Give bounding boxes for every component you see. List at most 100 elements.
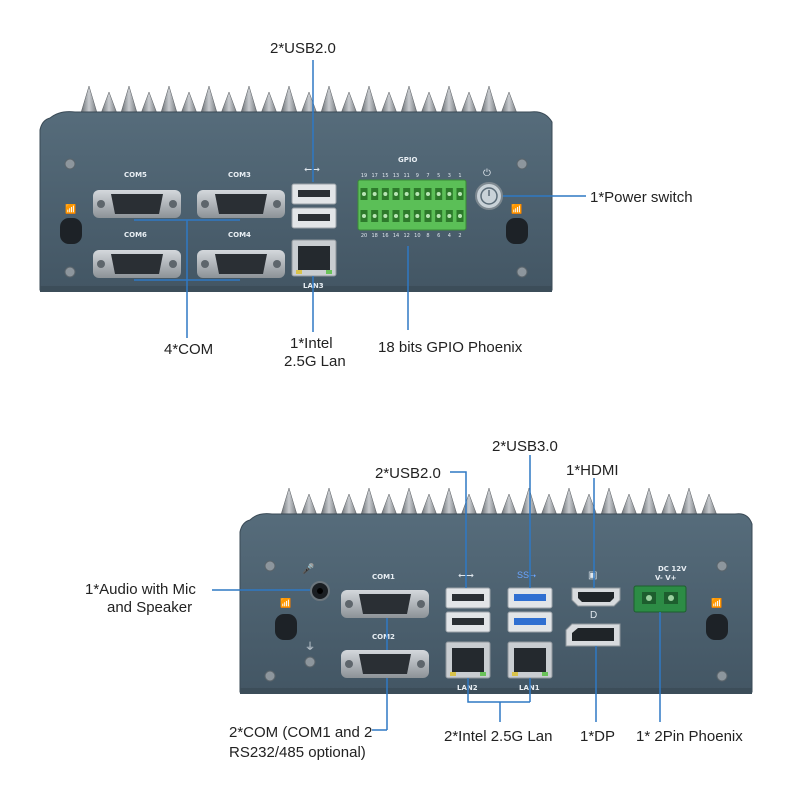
gpio-pin-screw: [426, 192, 430, 196]
ground-icon: ⏚: [305, 641, 315, 653]
com6-label: COM6: [124, 231, 147, 239]
gpio-pin-number: 8: [426, 233, 429, 239]
gpio-pin-screw: [383, 192, 388, 196]
callout-dp: 1*DP: [580, 728, 615, 745]
wifi-icon: 📶: [280, 597, 291, 608]
bottom-heatsink-fins: [279, 487, 719, 519]
top-com-ports: COM5 COM3 COM6 COM4: [93, 171, 285, 278]
gpio-pin-screw: [426, 214, 430, 218]
bottom-chassis: [239, 513, 753, 693]
top-callout-lines: [134, 60, 586, 338]
gpio-pin-screw: [447, 214, 452, 218]
power-icon: ⏻: [483, 168, 491, 179]
ground-screw: [304, 656, 316, 668]
hdmi-port: [571, 587, 621, 607]
audio-jack: [310, 581, 330, 601]
com6-port: [93, 250, 181, 278]
callout-com-line1: 2*COM (COM1 and 2: [229, 724, 372, 741]
gpio-block-body: [357, 179, 467, 231]
callout-audio-line1: 1*Audio with Mic: [85, 581, 196, 598]
gpio-pin-screw: [415, 214, 420, 218]
com3-port: [197, 190, 285, 218]
bottom-antenna-ports: [275, 614, 728, 640]
gpio-pin-number: 11: [403, 173, 409, 179]
callout-com-line2: RS232/485 optional): [229, 744, 366, 761]
bottom-device: 📶 📶 ⏚ 🎤 COM1 COM2 ⭠⭢: [239, 487, 753, 694]
bottom-usb2-ports: [445, 587, 491, 633]
com2-label: COM2: [372, 633, 395, 641]
com4-label: COM4: [228, 231, 251, 239]
dc-phoenix-terminal: [633, 585, 687, 613]
gpio-pin-screw: [383, 214, 388, 218]
gpio-pin-number: 20: [361, 233, 367, 239]
gpio-pin-number: 14: [393, 233, 399, 239]
top-chassis-base: [40, 286, 552, 292]
gpio-pin-screw: [436, 214, 441, 218]
gpio-pin-screw: [372, 192, 377, 196]
gpio-pin-number: 9: [416, 173, 419, 179]
top-usb-ports: [291, 183, 337, 229]
callout-lan-line1: 1*Intel: [290, 335, 333, 352]
gpio-pin-number: 5: [437, 173, 440, 179]
gpio-pin-number: 12: [403, 233, 409, 239]
gpio-pin-number: 13: [393, 173, 399, 179]
gpio-pin-number: 19: [361, 173, 367, 179]
com5-port: [93, 190, 181, 218]
callout-usb2: 2*USB2.0: [375, 465, 441, 482]
usb3-icon: SS⭢: [517, 570, 536, 580]
callout-lan-line2: 2.5G Lan: [284, 353, 346, 370]
wifi-icon: 📶: [65, 203, 76, 214]
gpio-pin-screw: [415, 192, 420, 196]
mic-headphone-icon: 🎤: [302, 562, 315, 575]
gpio-pin-number: 6: [437, 233, 440, 239]
gpio-pin-number: 1: [458, 173, 461, 179]
callout-com: 4*COM: [164, 341, 213, 358]
gpio-pin-number: 16: [382, 233, 388, 239]
dp-icon: D: [590, 610, 597, 621]
callout-audio-line2: and Speaker: [107, 599, 192, 616]
gpio-pin-number: 3: [448, 173, 451, 179]
gpio-pin-number: 15: [382, 173, 388, 179]
callout-power-switch: 1*Power switch: [590, 189, 693, 206]
hdmi-icon: ▣: [588, 570, 597, 581]
bottom-chassis-base: [240, 688, 752, 694]
wifi-icon: 📶: [511, 203, 522, 214]
gpio-pin-number: 17: [371, 173, 377, 179]
gpio-pin-screw: [447, 192, 452, 196]
lan3-port: [291, 239, 337, 277]
gpio-pin-number: 2: [458, 233, 461, 239]
callout-hdmi: 1*HDMI: [566, 462, 619, 479]
gpio-pin-number: 4: [448, 233, 451, 239]
com4-port: [197, 250, 285, 278]
gpio-pin-screw: [362, 192, 366, 196]
callout-phoenix: 1* 2Pin Phoenix: [636, 728, 743, 745]
gpio-pin-screw: [436, 192, 441, 196]
gpio-pin-screw: [458, 192, 462, 196]
gpio-pin-screw: [394, 214, 398, 218]
callout-usb3: 2*USB3.0: [492, 438, 558, 455]
com1-label: COM1: [372, 573, 395, 581]
gpio-pin-screw: [404, 214, 409, 218]
com5-label: COM5: [124, 171, 147, 179]
top-screws: [64, 158, 528, 278]
com2-port: [341, 650, 429, 678]
dc-polarity-label: V- V+: [655, 574, 677, 582]
gpio-pin-screw: [394, 192, 398, 196]
gpio-pin-screw: [372, 214, 377, 218]
gpio-pin-screw: [458, 214, 462, 218]
lan2-port: [445, 641, 491, 679]
top-device: 📶 📶 COM5 COM3 COM6 COM4: [39, 85, 553, 292]
callout-usb2: 2*USB2.0: [270, 40, 336, 57]
lan1-port: [507, 641, 553, 679]
bottom-usb3-ports: [507, 587, 553, 633]
gpio-pin-screw: [362, 214, 366, 218]
gpio-label: GPIO: [398, 156, 417, 164]
gpio-pin-number: 18: [371, 233, 377, 239]
bottom-screws: [264, 560, 728, 682]
bottom-callout-lines: [212, 455, 661, 731]
gpio-terminal-block: [357, 179, 467, 231]
gpio-pin-screw: [404, 192, 409, 196]
